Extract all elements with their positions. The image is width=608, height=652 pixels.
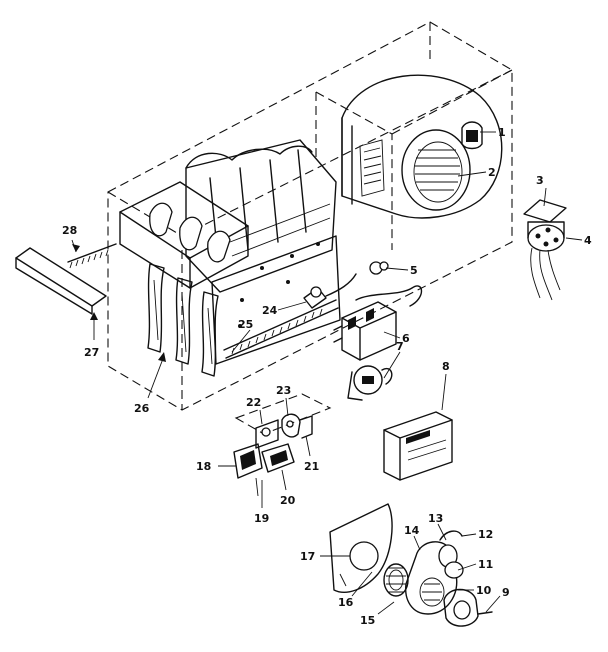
control-board [383,411,453,481]
callout-24: 24 [262,304,278,317]
callout-16: 16 [338,596,354,609]
filter-assembly [15,243,117,315]
callout-18: 18 [196,460,211,473]
leader-lines [71,131,583,615]
callout-15: 15 [360,614,375,627]
callout-22: 22 [246,396,261,409]
callout-11: 11 [478,558,493,571]
callout-labels: 1 2 3 4 5 6 7 8 9 10 11 12 13 14 15 16 1… [62,126,592,627]
callout-17: 17 [300,550,315,563]
callout-21: 21 [304,460,319,473]
callout-6: 6 [402,332,410,345]
callout-27: 27 [84,346,99,359]
callout-4: 4 [584,234,592,247]
arrowheads [72,244,166,362]
callout-20: 20 [280,494,296,507]
callout-13: 13 [428,512,443,525]
callout-28: 28 [62,224,77,237]
callout-1: 1 [498,126,506,139]
pressure-switch [347,365,393,401]
callout-10: 10 [476,584,492,597]
callout-5: 5 [410,264,418,277]
callout-2: 2 [488,166,496,179]
callout-23: 23 [276,384,291,397]
callout-8: 8 [442,360,450,373]
pilot-assembly [303,261,389,309]
transformer-relay-assembly [233,393,332,497]
callout-19: 19 [254,512,269,525]
callout-9: 9 [502,586,510,599]
callout-14: 14 [404,524,420,537]
callout-7: 7 [396,340,404,353]
blower-housing [341,74,503,219]
callout-3: 3 [536,174,544,187]
manifold-pipe [223,299,339,359]
burners [147,263,219,377]
callout-26: 26 [134,402,150,415]
callout-25: 25 [238,318,253,331]
callout-12: 12 [478,528,493,541]
burner-box [119,181,249,289]
gas-valve [333,285,423,361]
inducer-assembly [329,503,493,627]
blower-motor [523,199,567,301]
